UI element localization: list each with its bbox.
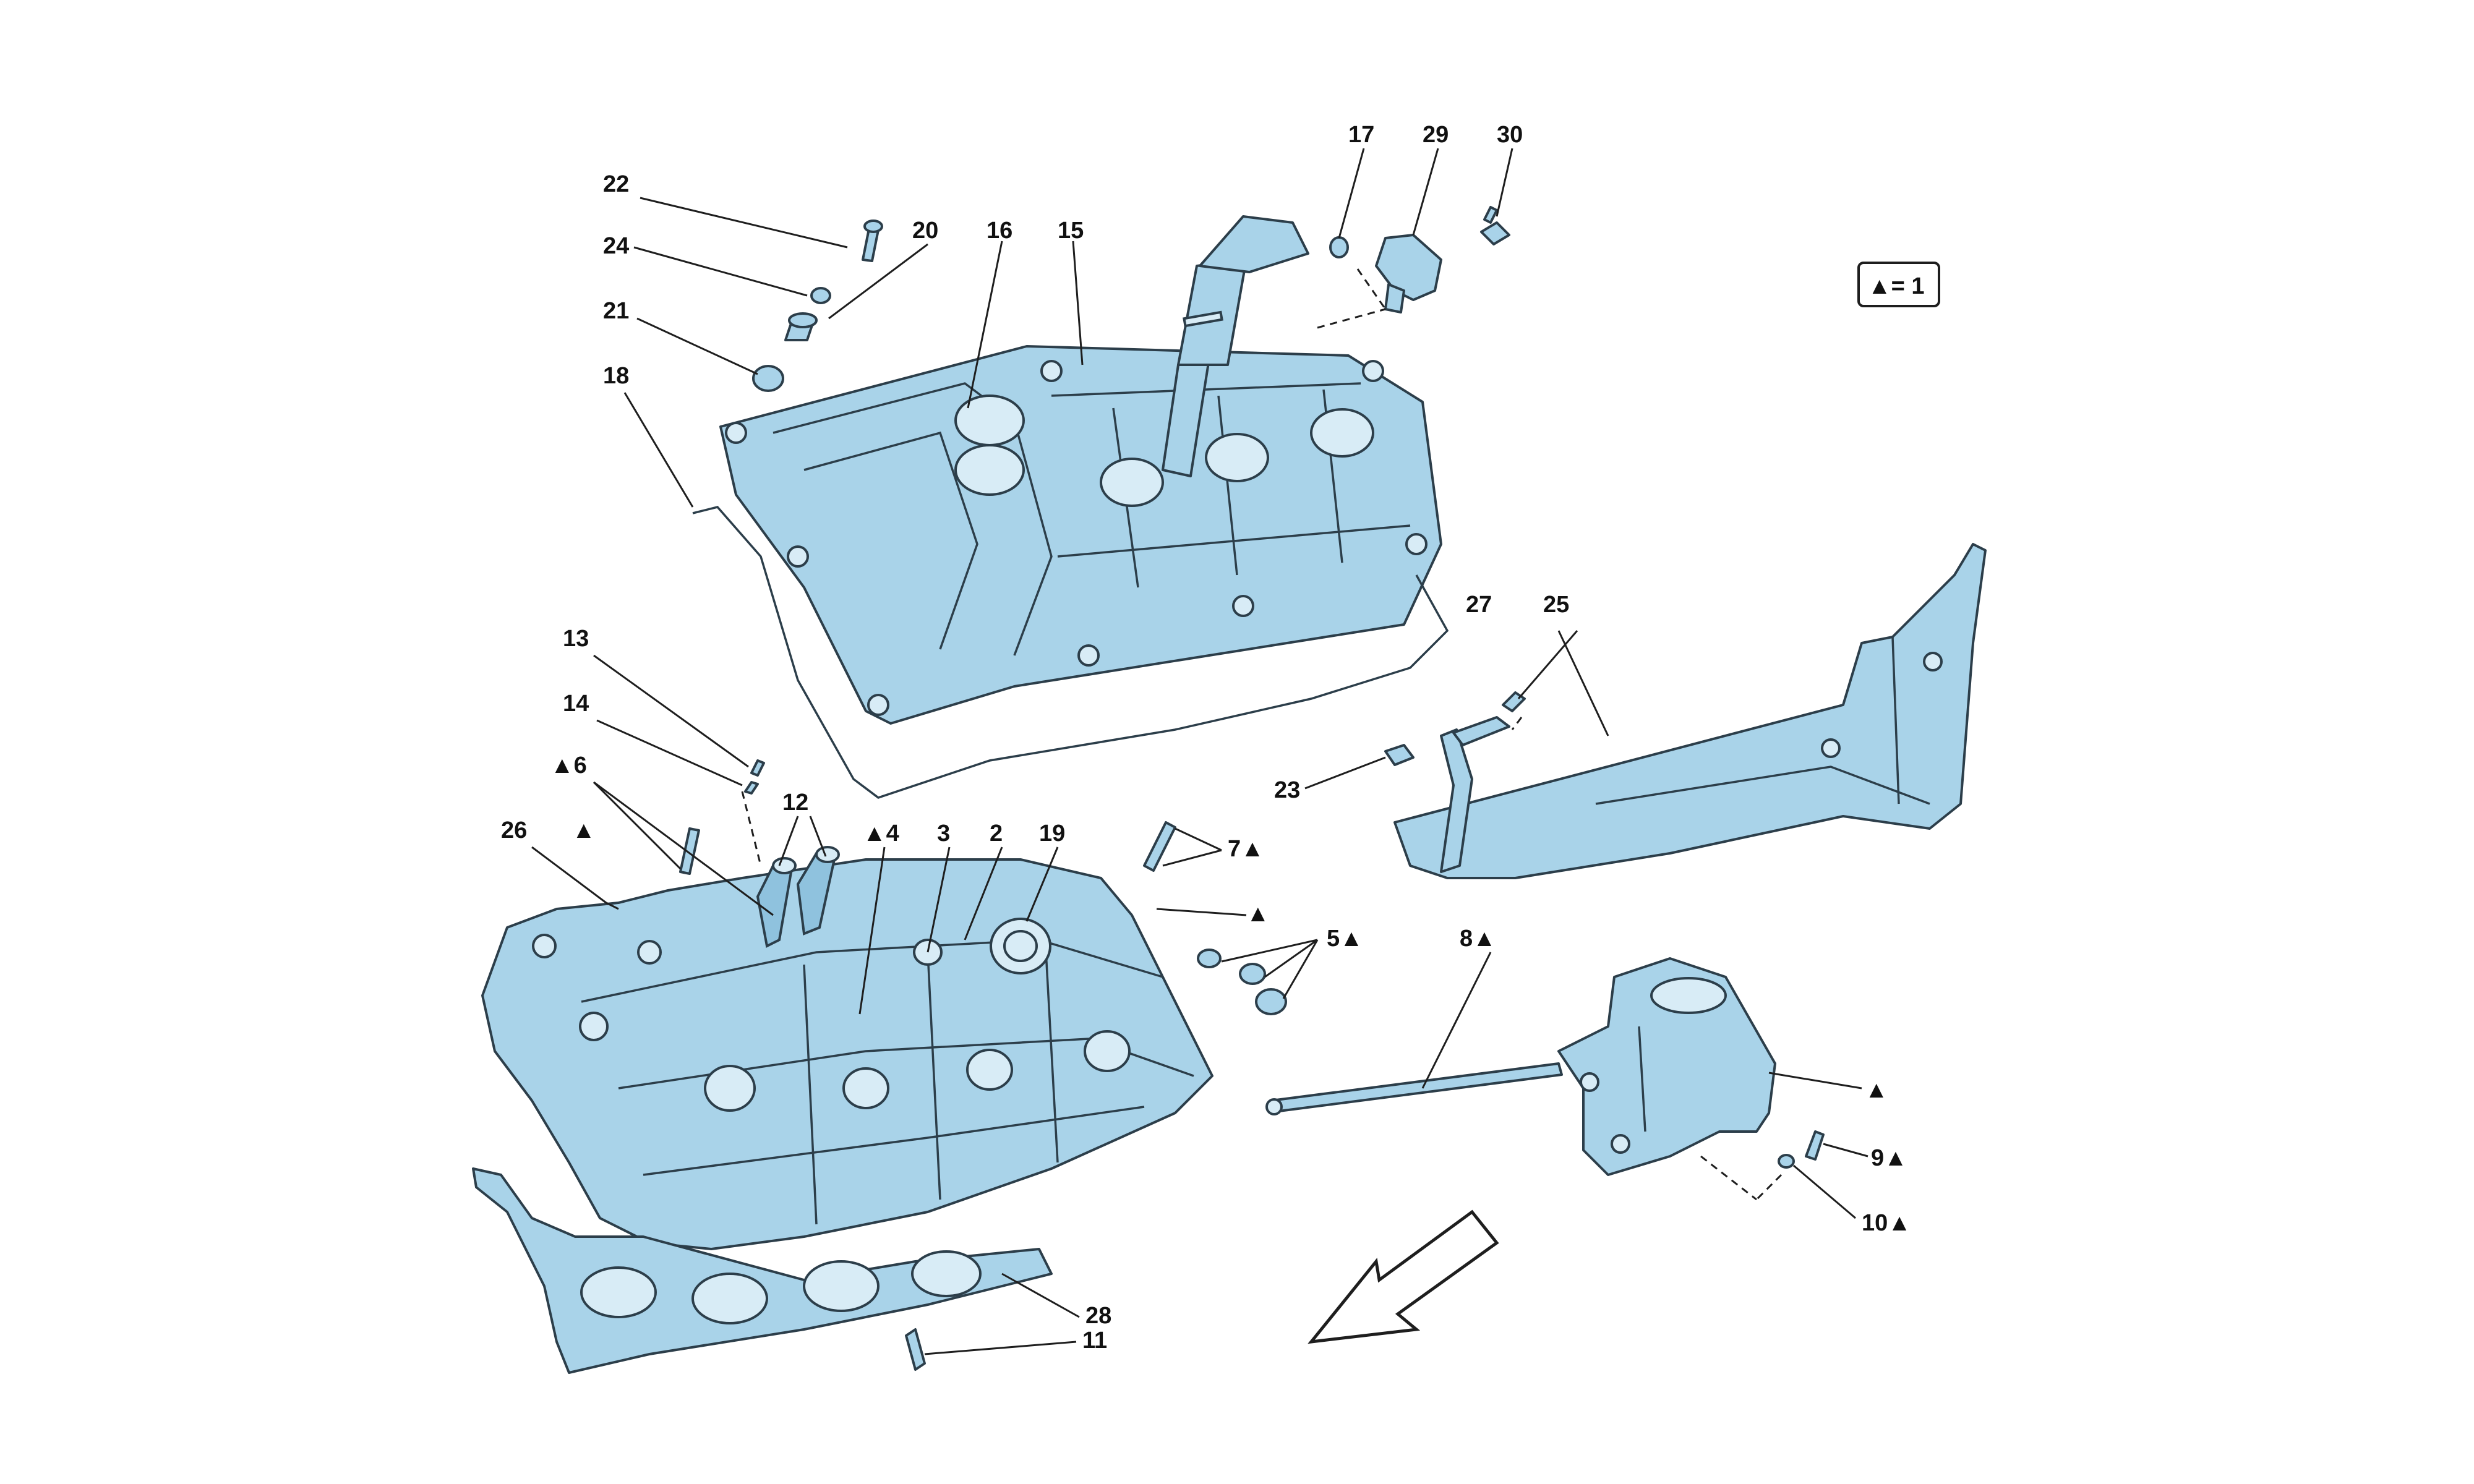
dipstick-tube-8 bbox=[1265, 1062, 1563, 1115]
ignition-coil bbox=[1162, 215, 1309, 477]
callout-13: 13 bbox=[563, 626, 589, 652]
bolt-30 bbox=[1480, 206, 1510, 245]
callout-labels: 22 24 20 21 16 15 17 29 30 18 27 25 23 1… bbox=[501, 122, 1911, 1354]
callout-4: ▲4 bbox=[863, 821, 899, 846]
callout-23: 23 bbox=[1274, 777, 1300, 803]
callout-29: 29 bbox=[1423, 122, 1449, 148]
callout-tri-left: ▲ bbox=[572, 817, 596, 843]
spacer-20 bbox=[784, 312, 818, 341]
callout-19: 19 bbox=[1039, 821, 1065, 846]
sensor-29 bbox=[1375, 234, 1442, 313]
callout-21: 21 bbox=[603, 298, 629, 324]
callout-11: 11 bbox=[1082, 1328, 1107, 1354]
pin-13 bbox=[750, 759, 765, 777]
grommet-21 bbox=[752, 365, 784, 392]
spacer-23 bbox=[1384, 744, 1415, 766]
head-gasket-28 bbox=[472, 1167, 1053, 1374]
bolt-9 bbox=[1805, 1130, 1825, 1161]
throttle-flange bbox=[1557, 957, 1776, 1176]
bolt-6 bbox=[679, 827, 700, 875]
callout-12: 12 bbox=[782, 790, 808, 816]
seal-17 bbox=[1329, 236, 1349, 258]
legend: ▲= 1 bbox=[1857, 262, 1940, 307]
callout-5: 5▲ bbox=[1327, 926, 1363, 952]
callout-28: 28 bbox=[1085, 1303, 1111, 1329]
callout-6: ▲6 bbox=[550, 753, 587, 778]
cylinder-head bbox=[481, 858, 1213, 1250]
callout-22: 22 bbox=[603, 171, 629, 197]
bolt-7 bbox=[1143, 821, 1176, 872]
callout-16: 16 bbox=[987, 218, 1012, 244]
callout-18: 18 bbox=[603, 363, 629, 389]
cam-followers-12 bbox=[756, 846, 840, 948]
callout-3: 3 bbox=[937, 821, 950, 846]
callout-8: 8▲ bbox=[1460, 926, 1496, 952]
callout-tri-throttle: ▲ bbox=[1865, 1077, 1888, 1103]
valve-cover-gasket bbox=[692, 506, 1449, 799]
pin-14 bbox=[744, 781, 759, 795]
callout-9: 9▲ bbox=[1871, 1145, 1907, 1171]
valve-cover bbox=[719, 345, 1442, 725]
bracket bbox=[1440, 716, 1510, 873]
callout-7: 7▲ bbox=[1228, 836, 1264, 862]
callout-20: 20 bbox=[912, 218, 938, 244]
callout-tri-head: ▲ bbox=[1246, 901, 1270, 927]
callout-10: 10▲ bbox=[1862, 1210, 1911, 1236]
callout-26: 26 bbox=[501, 817, 527, 843]
callout-14: 14 bbox=[563, 691, 589, 717]
callout-24: 24 bbox=[603, 233, 629, 259]
callout-27: 27 bbox=[1466, 592, 1492, 618]
heat-shield-25 bbox=[1393, 543, 1987, 879]
callout-17: 17 bbox=[1348, 122, 1374, 148]
callout-30: 30 bbox=[1497, 122, 1523, 148]
callout-25: 25 bbox=[1543, 592, 1569, 618]
plugs-5 bbox=[1197, 949, 1287, 1015]
dowel-11 bbox=[905, 1328, 926, 1371]
callout-15: 15 bbox=[1058, 218, 1084, 244]
legend-text: ▲= 1 bbox=[1868, 273, 1925, 299]
bolt-22 bbox=[862, 220, 883, 262]
leader-lines bbox=[531, 148, 1868, 1355]
washer-24 bbox=[810, 287, 831, 304]
callout-2: 2 bbox=[990, 821, 1003, 846]
direction-arrow-icon bbox=[1308, 1209, 1499, 1344]
washer-10 bbox=[1778, 1154, 1795, 1169]
